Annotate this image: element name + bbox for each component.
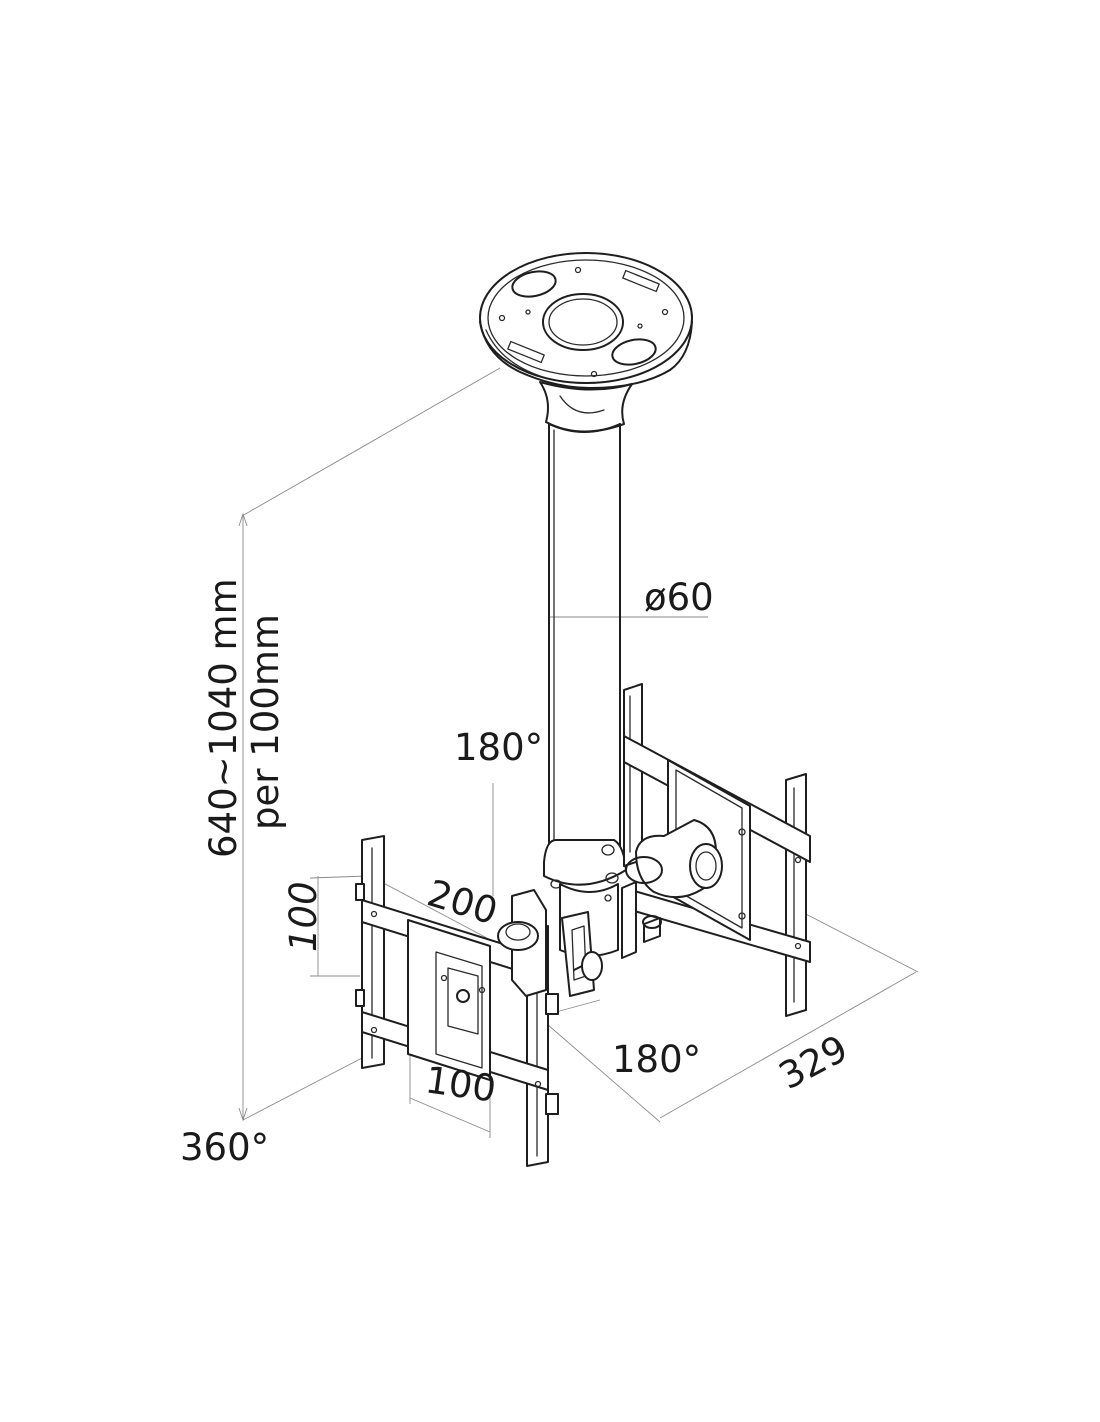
rotation-label: 360°	[180, 1126, 269, 1169]
height-step-label: per 100mm	[244, 614, 287, 830]
extension-pole	[543, 423, 627, 957]
dimension-lines	[238, 367, 919, 1138]
right-tv-bracket	[621, 683, 811, 1017]
ceiling-plate	[479, 252, 693, 433]
vesa-small-label: 100	[423, 1058, 499, 1110]
height-range-label: 640~1040 mm	[202, 578, 245, 858]
vesa-height-label: 100	[282, 881, 325, 952]
depth-label: 329	[772, 1027, 855, 1098]
pole-diameter-label: ø60	[644, 576, 714, 619]
swivel-top-label: 180°	[454, 726, 543, 769]
left-tv-bracket	[355, 835, 603, 1167]
tilt-side-label: 180°	[612, 1038, 701, 1081]
